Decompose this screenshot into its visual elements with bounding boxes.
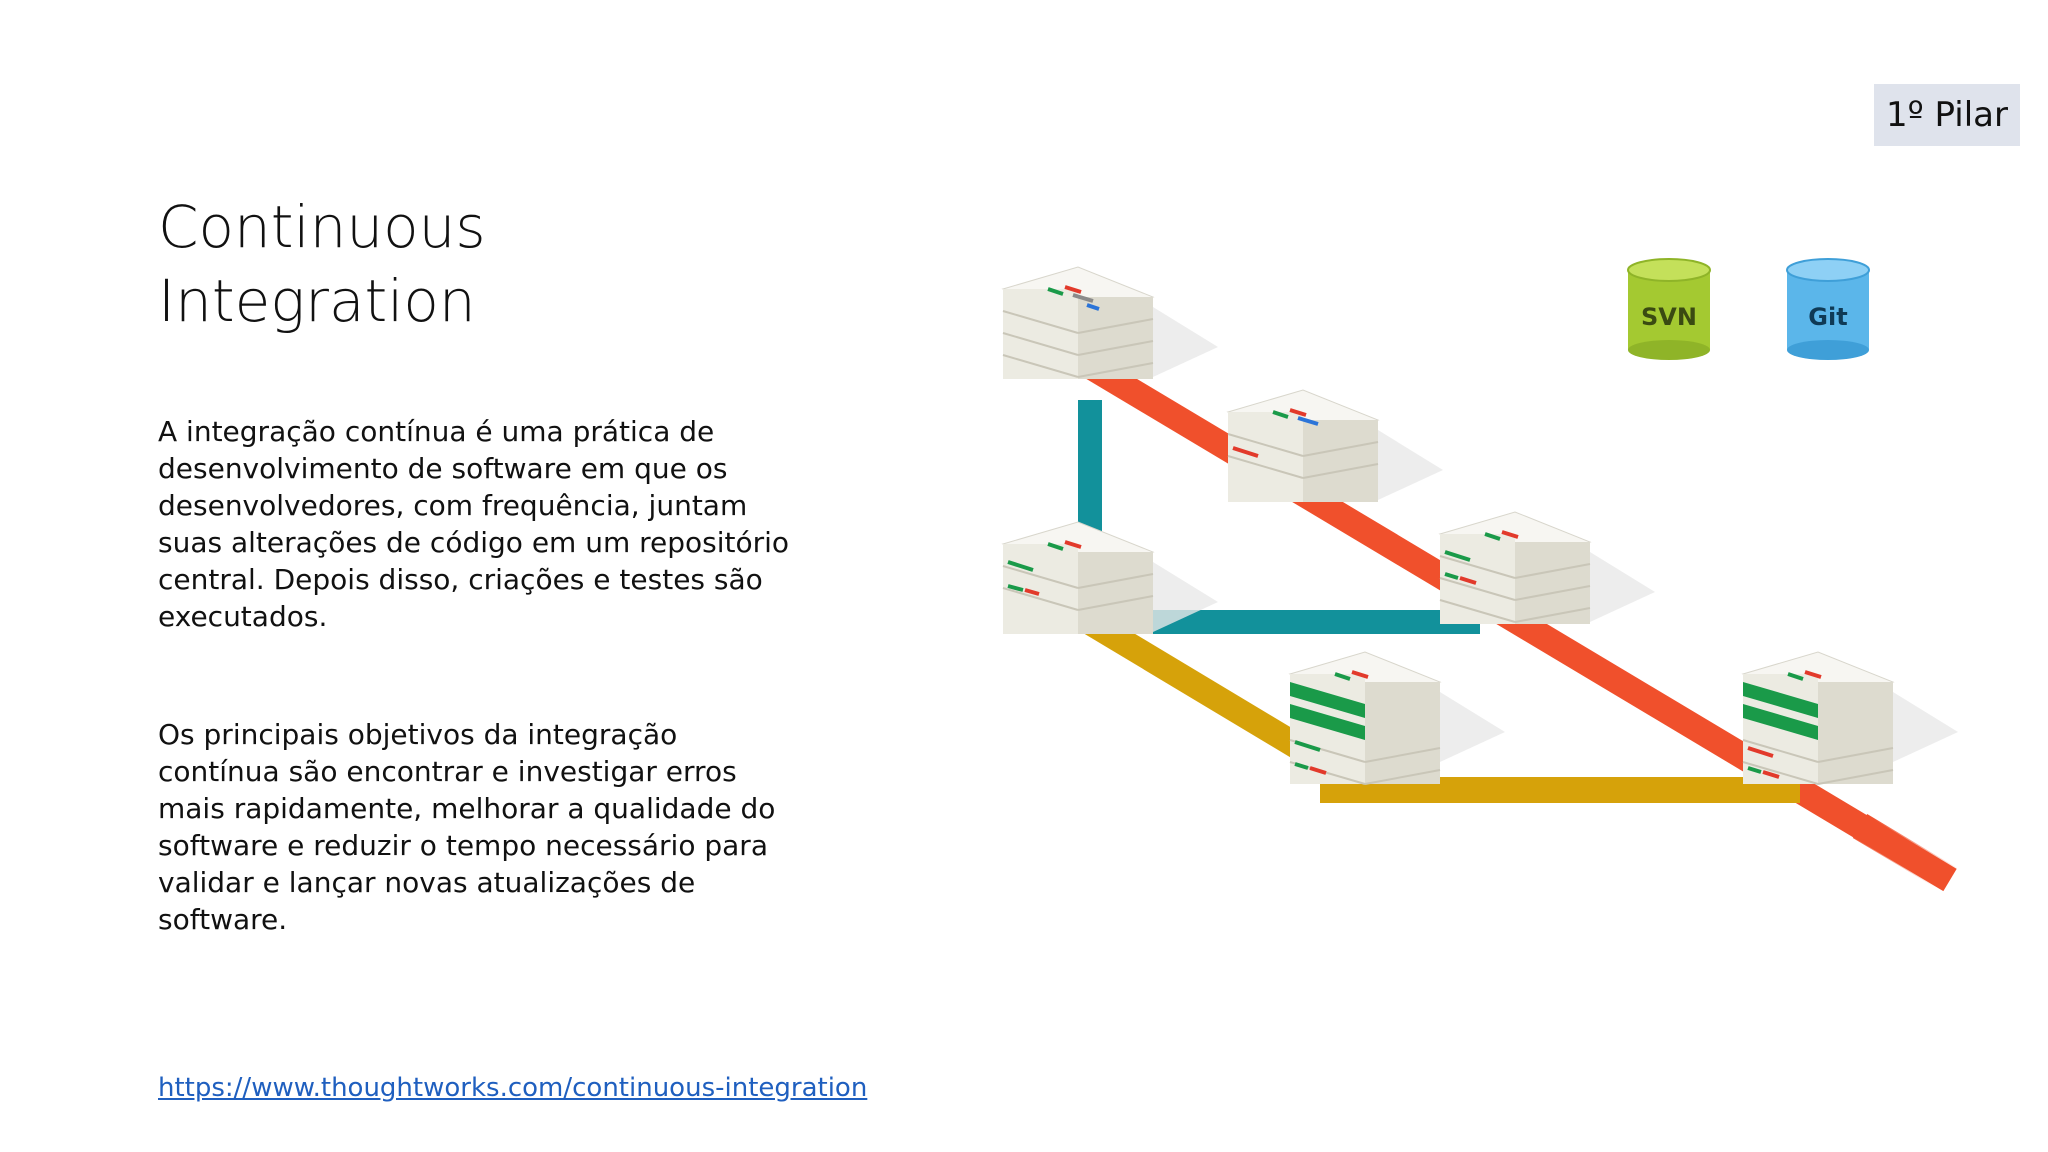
slide-title-line-2: Integration bbox=[158, 267, 476, 335]
main-branch-fade bbox=[1852, 813, 1958, 893]
pillar-badge: 1º Pilar bbox=[1874, 84, 2020, 146]
yellow-branch-diagonal bbox=[1083, 610, 1327, 772]
commit-stack bbox=[1226, 389, 1443, 502]
slide-title-line-1: Continuous bbox=[158, 193, 486, 261]
pillar-badge-label: 1º Pilar bbox=[1886, 95, 2008, 135]
svn-repository-icon: SVN bbox=[1627, 258, 1711, 360]
goals-paragraph: Os principais objetivos da integração co… bbox=[158, 718, 776, 936]
commit-stack bbox=[1741, 651, 1958, 785]
commit-stack bbox=[1288, 651, 1505, 785]
svn-label: SVN bbox=[1641, 303, 1697, 331]
commit-stack bbox=[1438, 511, 1655, 624]
commit-stack bbox=[1001, 266, 1218, 379]
ci-branch-diagram: SVN Git bbox=[1001, 258, 1958, 893]
git-label: Git bbox=[1808, 303, 1847, 331]
source-link[interactable]: https://www.thoughtworks.com/continuous-… bbox=[158, 1073, 868, 1103]
slide-title: Continuous Integration bbox=[158, 190, 758, 338]
intro-paragraph: A integração contínua é uma prática de d… bbox=[158, 415, 790, 633]
commit-stack bbox=[1001, 521, 1218, 634]
git-repository-icon: Git bbox=[1786, 258, 1870, 360]
